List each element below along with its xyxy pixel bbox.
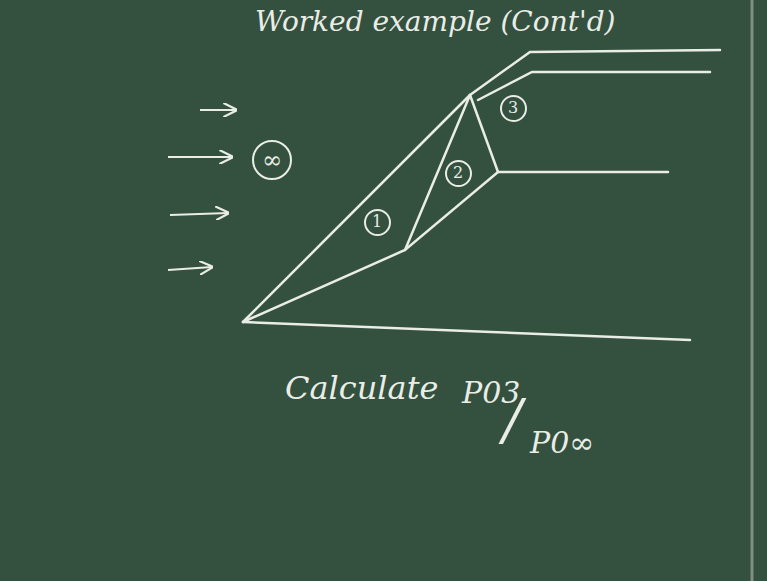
flow-arrows	[168, 110, 236, 270]
ramp-surface	[243, 172, 668, 322]
region-number: ∞	[262, 148, 282, 172]
fraction-slash: /	[503, 392, 522, 448]
instruction-text: Calculate	[285, 372, 438, 404]
region-number: 2	[453, 165, 463, 181]
oblique-shock	[405, 95, 470, 250]
region-circle: 2	[445, 160, 472, 187]
flow-arrow	[200, 109, 236, 111]
region-circle: 1	[364, 209, 391, 236]
flow-arrow	[170, 213, 228, 215]
oblique-shock	[243, 95, 470, 322]
flow-arrow	[168, 267, 212, 270]
flow-arrow	[168, 156, 232, 158]
region-circle: 3	[500, 95, 527, 122]
wedge-figure	[243, 50, 720, 340]
stagnation-pressure: P0∞	[530, 428, 594, 458]
board-title: Worked example (Cont'd)	[255, 8, 615, 36]
board-edge	[751, 0, 754, 581]
bottom-wall	[243, 322, 690, 340]
region-circle: ∞	[252, 140, 292, 180]
reflected-shock	[470, 95, 498, 172]
region-number: 3	[508, 100, 518, 116]
region-number: 1	[372, 214, 382, 230]
